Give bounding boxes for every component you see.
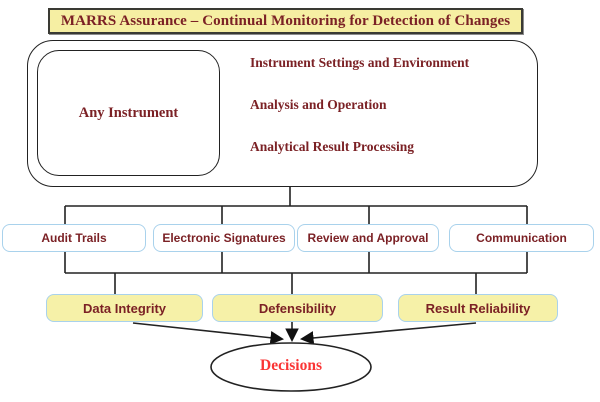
any-instrument-box: Any Instrument (37, 50, 220, 176)
node-communication-label: Communication (476, 231, 567, 245)
arrow-result-reliability-to-decisions (299, 322, 477, 345)
any-instrument-label: Any Instrument (78, 104, 179, 121)
node-data-integrity-label: Data Integrity (82, 300, 167, 316)
monitored-items-list: Instrument Settings and Environment Anal… (250, 50, 528, 160)
node-electronic-signatures: Electronic Signatures (153, 224, 295, 252)
node-audit-trails: Audit Trails (2, 224, 146, 252)
node-defensibility: Defensibility (212, 294, 383, 322)
node-review-and-approval: Review and Approval (297, 224, 439, 252)
node-electronic-signatures-label: Electronic Signatures (162, 231, 286, 245)
arrow-data-integrity-to-decisions (132, 322, 285, 345)
node-result-reliability-label: Result Reliability (425, 300, 531, 316)
monitored-item-result-processing: Analytical Result Processing (250, 139, 414, 154)
node-data-integrity: Data Integrity (46, 294, 203, 322)
node-audit-trails-label: Audit Trails (41, 231, 107, 245)
decisions-ellipse (210, 342, 372, 392)
node-defensibility-label: Defensibility (258, 300, 337, 316)
node-result-reliability: Result Reliability (398, 294, 558, 322)
node-review-and-approval-label: Review and Approval (307, 231, 429, 245)
monitored-item-settings-environment: Instrument Settings and Environment (250, 55, 470, 70)
monitored-item-analysis-operation: Analysis and Operation (250, 97, 387, 112)
decisions-label: Decisions (260, 357, 322, 374)
node-communication: Communication (449, 224, 594, 252)
page-title: MARRS Assurance – Continual Monitoring f… (60, 12, 511, 29)
title-banner: MARRS Assurance – Continual Monitoring f… (48, 8, 523, 34)
